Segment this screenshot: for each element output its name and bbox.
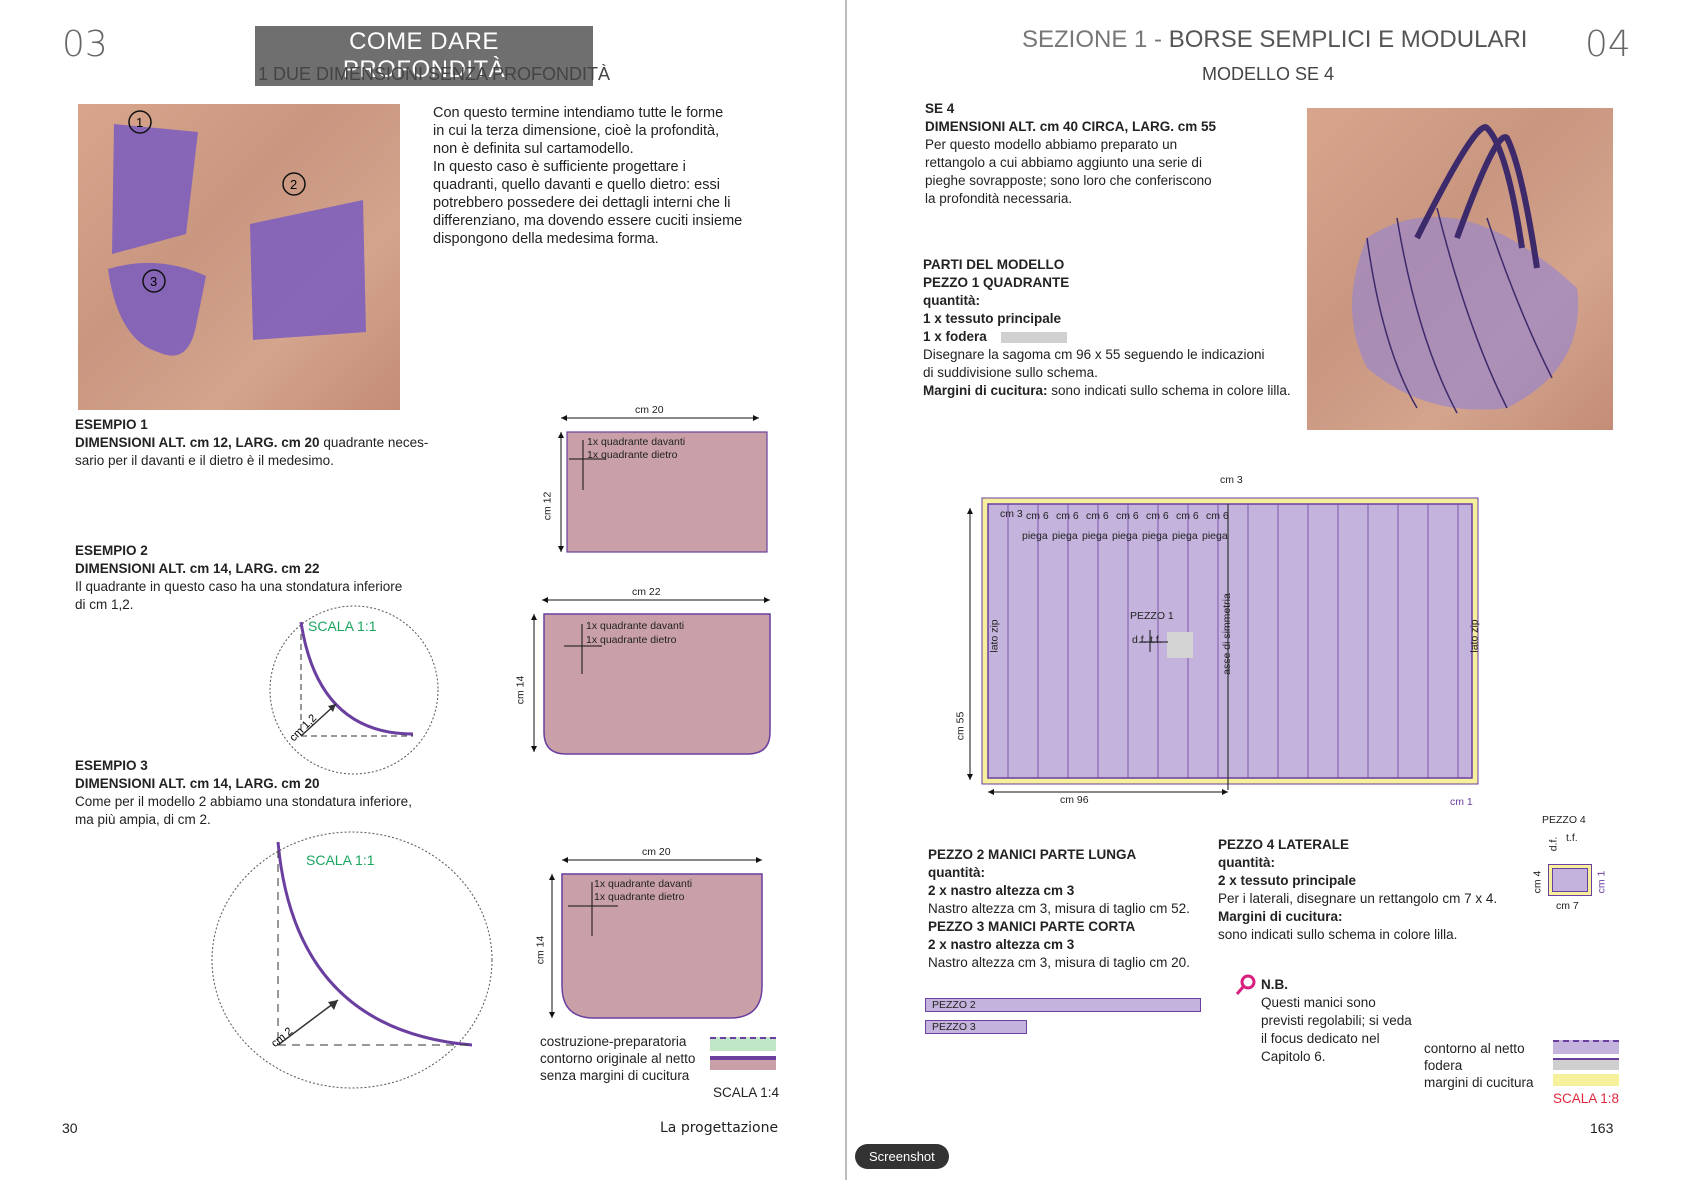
- se4-description: SE 4 DIMENSIONI ALT. cm 40 CIRCA, LARG. …: [925, 101, 1217, 206]
- pleat-label-3: piega: [1082, 530, 1108, 542]
- pleat-label-5: piega: [1142, 530, 1168, 542]
- nb-note: N.B. Questi manici sono previsti regolab…: [1261, 977, 1412, 1064]
- magnifier-icon: [1235, 974, 1256, 996]
- d3-width-label: cm 20: [642, 846, 671, 858]
- scale-circle-1: cm 1,2 SCALA 1:1: [268, 604, 440, 776]
- legend-swatch-lining: [1553, 1058, 1619, 1070]
- d1-height-label: cm 12: [541, 491, 554, 521]
- pleat-cm-2: cm 6: [1056, 510, 1079, 522]
- d2-label-back: 1x quadrante dietro: [586, 634, 677, 646]
- width-label: cm 96: [1060, 794, 1089, 806]
- chapter-name: La progettazione: [660, 1120, 779, 1136]
- pleat-label-6: piega: [1172, 530, 1198, 542]
- sketch-label-2: 2: [290, 177, 297, 192]
- sketch-label-3: 3: [150, 274, 157, 289]
- page-subtitle: 1 DUE DIMENSIONI SENZA PROFONDITÀ: [258, 64, 611, 84]
- tf-label: t.f.: [1150, 634, 1162, 646]
- right-legend: contorno al netto fodera margini di cuci…: [1424, 1041, 1534, 1090]
- small-title: PEZZO 4: [1542, 814, 1586, 826]
- d1-label-front: 1x quadrante davanti: [587, 436, 686, 448]
- legend-swatch-outline: [710, 1056, 776, 1070]
- screenshot-button[interactable]: Screenshot: [855, 1144, 949, 1169]
- pezzo4-section: PEZZO 4 LATERALE quantità: 2 x tessuto p…: [1218, 837, 1498, 942]
- intro-paragraph: Con questo termine intendiamo tutte le f…: [433, 105, 743, 247]
- pleat-cm-5: cm 6: [1146, 510, 1169, 522]
- section-header: SEZIONE 1 - BORSE SEMPLICI E MODULARI: [1022, 26, 1528, 53]
- symmetry-axis-label: asse di simmetria: [1220, 593, 1233, 675]
- d3-label-back: 1x quadrante dietro: [594, 891, 685, 903]
- main-pattern-diagram: cm 3 cm 3 cm 6 cm 6 cm 6 cm 6 cm 6 cm 6 …: [950, 474, 1490, 808]
- pattern-diagram-1: cm 20 cm 12 1x quadrante davanti 1x quad…: [525, 404, 770, 559]
- left-scale: SCALA 1:4: [713, 1085, 780, 1100]
- model-title: MODELLO SE 4: [1202, 64, 1335, 84]
- bag-sketch-image: [1307, 108, 1613, 430]
- bags-sketch-image: 1 2 3: [78, 104, 400, 410]
- small-w: cm 7: [1556, 900, 1579, 912]
- d1-width-label: cm 20: [635, 404, 664, 416]
- left-legend: costruzione-preparatoria contorno origin…: [540, 1034, 696, 1083]
- legend-swatch-margins: [1553, 1074, 1619, 1086]
- pleat-cm-3: cm 6: [1086, 510, 1109, 522]
- example-3: ESEMPIO 3 DIMENSIONI ALT. cm 14, LARG. c…: [75, 758, 412, 827]
- circle1-scale: SCALA 1:1: [308, 618, 377, 634]
- scale-circle-2: cm 2 SCALA 1:1: [210, 830, 495, 1090]
- small-df: d.f.: [1547, 836, 1560, 852]
- d3-height-label: cm 14: [534, 935, 547, 965]
- left-margin-label: cm 3: [1000, 508, 1023, 520]
- pleat-label-7: piega: [1202, 530, 1228, 542]
- top-margin-label: cm 3: [1220, 474, 1243, 486]
- strip-pezzo3: PEZZO 3: [925, 1020, 1027, 1034]
- pezzo1-label: PEZZO 1: [1130, 610, 1174, 622]
- right-page-top-number: 04: [1585, 24, 1631, 65]
- small-h: cm 4: [1531, 870, 1544, 894]
- book-spine: [845, 0, 847, 1180]
- strip-pezzo2: PEZZO 2: [925, 998, 1201, 1012]
- parts-section: PARTI DEL MODELLO PEZZO 1 QUADRANTE quan…: [923, 257, 1291, 398]
- pattern-diagram-2: cm 22 cm 14 1x quadrante davanti 1x quad…: [512, 586, 774, 756]
- pleat-cm-7: cm 6: [1206, 510, 1229, 522]
- d1-label-back: 1x quadrante dietro: [587, 449, 678, 461]
- circle1-radius-label: cm 1,2: [287, 712, 319, 744]
- d3-label-front: 1x quadrante davanti: [594, 878, 693, 890]
- circle2-scale: SCALA 1:1: [306, 852, 375, 868]
- legend-swatch-net: [1553, 1040, 1619, 1054]
- lato-zip-right: lato zip: [1468, 619, 1481, 653]
- right-scale: SCALA 1:8: [1553, 1091, 1620, 1106]
- small-tf: t.f.: [1566, 832, 1578, 844]
- pleat-label-1: piega: [1022, 530, 1048, 542]
- right-page-number: 163: [1590, 1120, 1614, 1136]
- page-top-number: 03: [62, 24, 108, 65]
- d2-height-label: cm 14: [514, 675, 527, 705]
- pezzo2-3-section: PEZZO 2 MANICI PARTE LUNGA quantità: 2 x…: [928, 847, 1190, 970]
- circle2-radius-label: cm 2: [269, 1025, 295, 1050]
- example-1: ESEMPIO 1 DIMENSIONI ALT. cm 12, LARG. c…: [75, 417, 429, 468]
- lato-zip-left: lato zip: [988, 619, 1001, 653]
- pleat-cm-4: cm 6: [1116, 510, 1139, 522]
- pleat-cm-1: cm 6: [1026, 510, 1049, 522]
- d2-label-front: 1x quadrante davanti: [586, 620, 685, 632]
- height-label: cm 55: [954, 711, 967, 741]
- pezzo4-diagram: PEZZO 4 d.f. t.f. cm 4 cm 7 cm 1: [1530, 814, 1616, 914]
- legend-swatch-construction: [710, 1037, 776, 1051]
- left-page-number: 30: [62, 1120, 78, 1136]
- margin-label: cm 1: [1450, 796, 1473, 808]
- sketch-label-1: 1: [136, 115, 143, 130]
- pleat-label-2: piega: [1052, 530, 1078, 542]
- small-m: cm 1: [1595, 870, 1608, 894]
- lining-swatch: [1000, 331, 1067, 343]
- df-label: d.f.: [1132, 634, 1147, 646]
- pleat-cm-6: cm 6: [1176, 510, 1199, 522]
- section-title: COME DARE PROFONDITÀ: [255, 26, 593, 86]
- example-2: ESEMPIO 2 DIMENSIONI ALT. cm 14, LARG. c…: [75, 543, 403, 612]
- pattern-diagram-3: cm 20 cm 14 1x quadrante davanti 1x quad…: [530, 846, 770, 1024]
- pleat-label-4: piega: [1112, 530, 1138, 542]
- d2-width-label: cm 22: [632, 586, 661, 598]
